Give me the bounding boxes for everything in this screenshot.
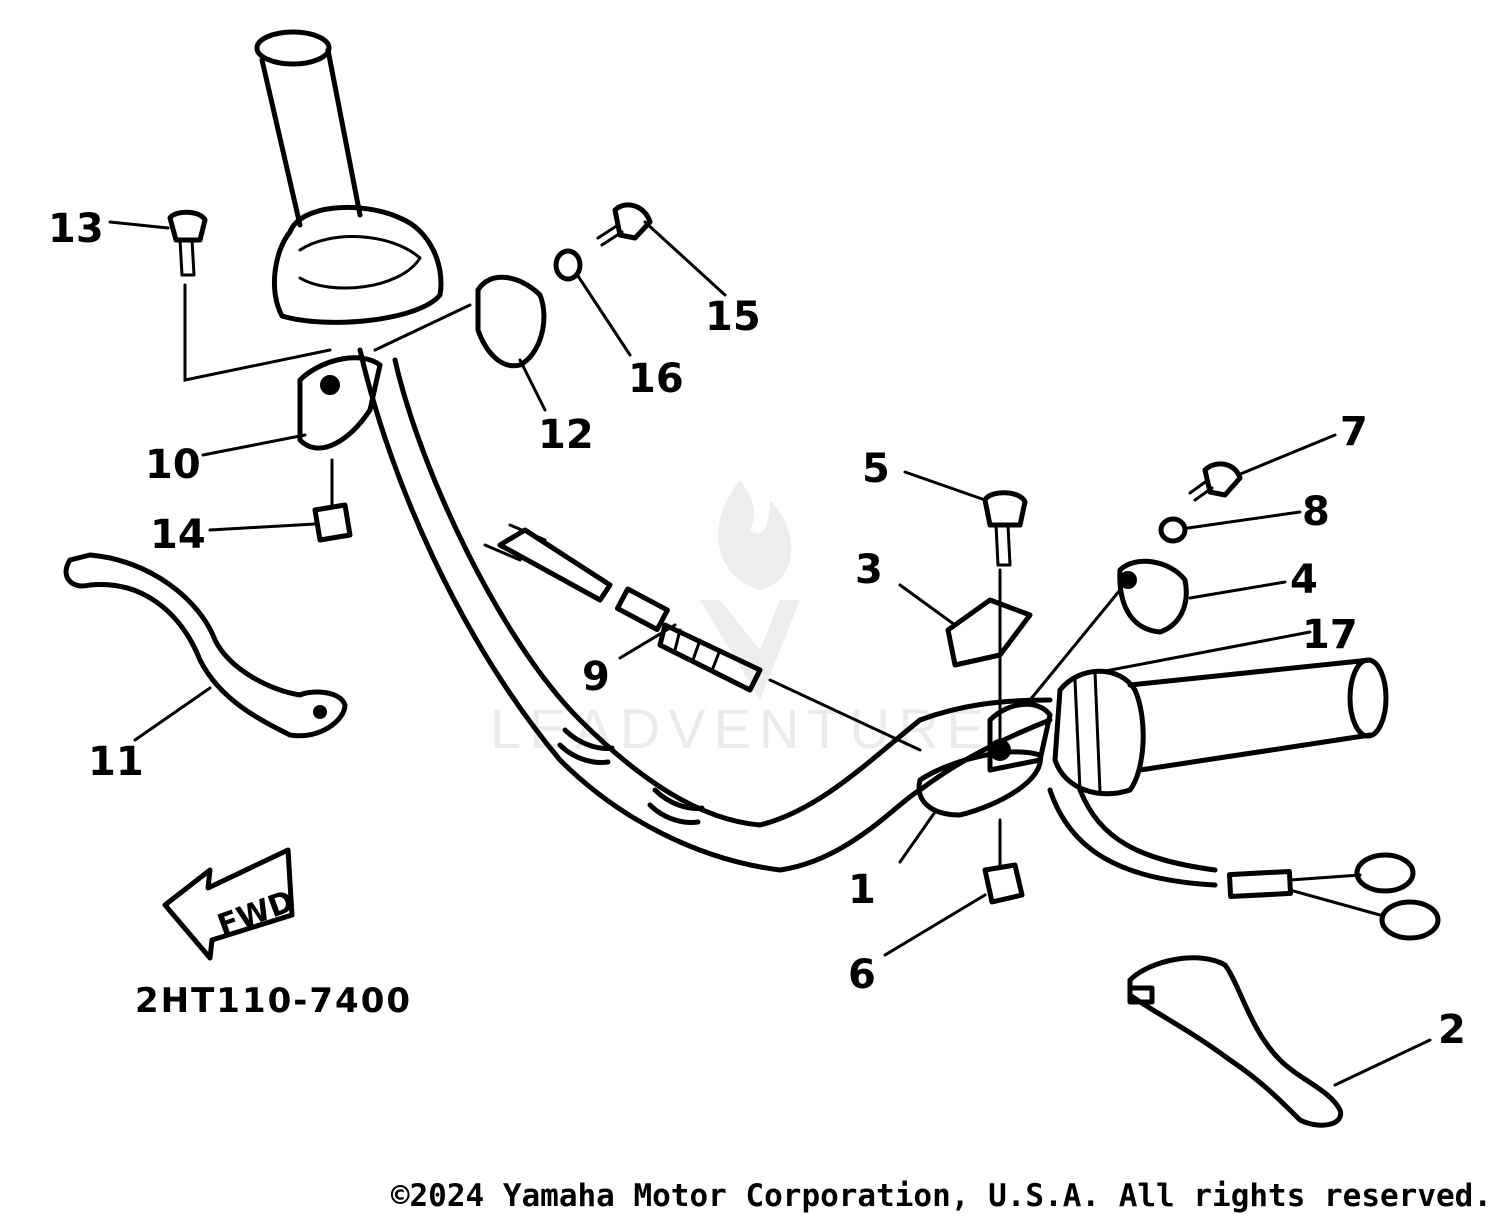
- callout-4: 4: [1290, 557, 1318, 603]
- callout-16: 16: [628, 356, 684, 402]
- callout-14: 14: [150, 512, 206, 558]
- callout-5: 5: [862, 446, 890, 492]
- callout-8: 8: [1302, 489, 1330, 535]
- callout-15: 15: [705, 294, 761, 340]
- copyright-notice: ©2024 Yamaha Motor Corporation, U.S.A. A…: [390, 1178, 1492, 1214]
- callout-13: 13: [48, 206, 104, 252]
- callout-17: 17: [1302, 612, 1358, 658]
- watermark-text: LEADVENTURE: [490, 697, 992, 760]
- cable: [483, 523, 922, 752]
- right-lever: [1127, 955, 1344, 1128]
- callout-12: 12: [538, 412, 594, 458]
- hardware: [167, 202, 1243, 905]
- callout-1: 1: [848, 867, 876, 913]
- callout-labels: 1 2 3 4 5 6 7 8 9 10 11 12 13 14 15 16 1…: [48, 206, 1466, 1053]
- handlebar: [254, 29, 1053, 873]
- callout-11: 11: [88, 739, 144, 785]
- callout-leaders: [108, 220, 1432, 1087]
- callout-9: 9: [582, 654, 610, 700]
- left-lever: [63, 552, 348, 739]
- callout-6: 6: [848, 952, 876, 998]
- callout-3: 3: [855, 547, 883, 593]
- callout-10: 10: [145, 442, 201, 488]
- drawing-code: 2HT110-7400: [135, 981, 412, 1021]
- watermark-logo: LEADVENTURE: [490, 480, 992, 760]
- fwd-label: FWD: [213, 884, 299, 944]
- right-grip: [1047, 657, 1441, 941]
- fwd-arrow: FWD: [162, 847, 299, 961]
- callout-7: 7: [1340, 409, 1368, 455]
- callout-2: 2: [1438, 1007, 1466, 1053]
